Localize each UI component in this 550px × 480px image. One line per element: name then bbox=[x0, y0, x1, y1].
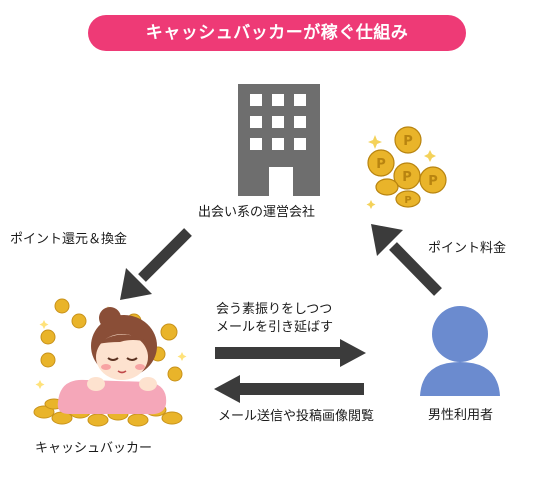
svg-text:P: P bbox=[402, 170, 412, 185]
coins-icon: P P P P P bbox=[366, 126, 447, 209]
action-label-line-1: 会う素振りをしつつ bbox=[216, 302, 333, 317]
svg-text:P: P bbox=[403, 134, 413, 149]
svg-text:P: P bbox=[376, 157, 386, 172]
refund-label: ポイント還元＆換金 bbox=[10, 232, 128, 247]
diagram-title: キャッシュバッカーが稼ぐ仕組み bbox=[88, 15, 466, 51]
arrow-point-fee bbox=[371, 224, 442, 296]
action-label: 会う素振りをしつつ メールを引き延ばす bbox=[216, 301, 333, 337]
arrow-mail bbox=[214, 375, 364, 403]
action-label-line-2: メールを引き延ばす bbox=[216, 320, 334, 335]
person-silhouette-icon bbox=[420, 306, 500, 396]
svg-text:P: P bbox=[404, 195, 411, 206]
svg-text:P: P bbox=[428, 174, 438, 189]
arrow-refund bbox=[120, 228, 192, 300]
cashbacker-illustration bbox=[33, 298, 187, 427]
company-label: 出会い系の運営会社 bbox=[198, 205, 316, 220]
arrow-action bbox=[215, 339, 366, 367]
building-icon bbox=[238, 84, 320, 196]
point-fee-label: ポイント料金 bbox=[428, 241, 507, 256]
cashbacker-label: キャッシュバッカー bbox=[35, 441, 153, 456]
male-user-label: 男性利用者 bbox=[428, 408, 494, 423]
mail-label: メール送信や投稿画像閲覧 bbox=[218, 409, 375, 424]
